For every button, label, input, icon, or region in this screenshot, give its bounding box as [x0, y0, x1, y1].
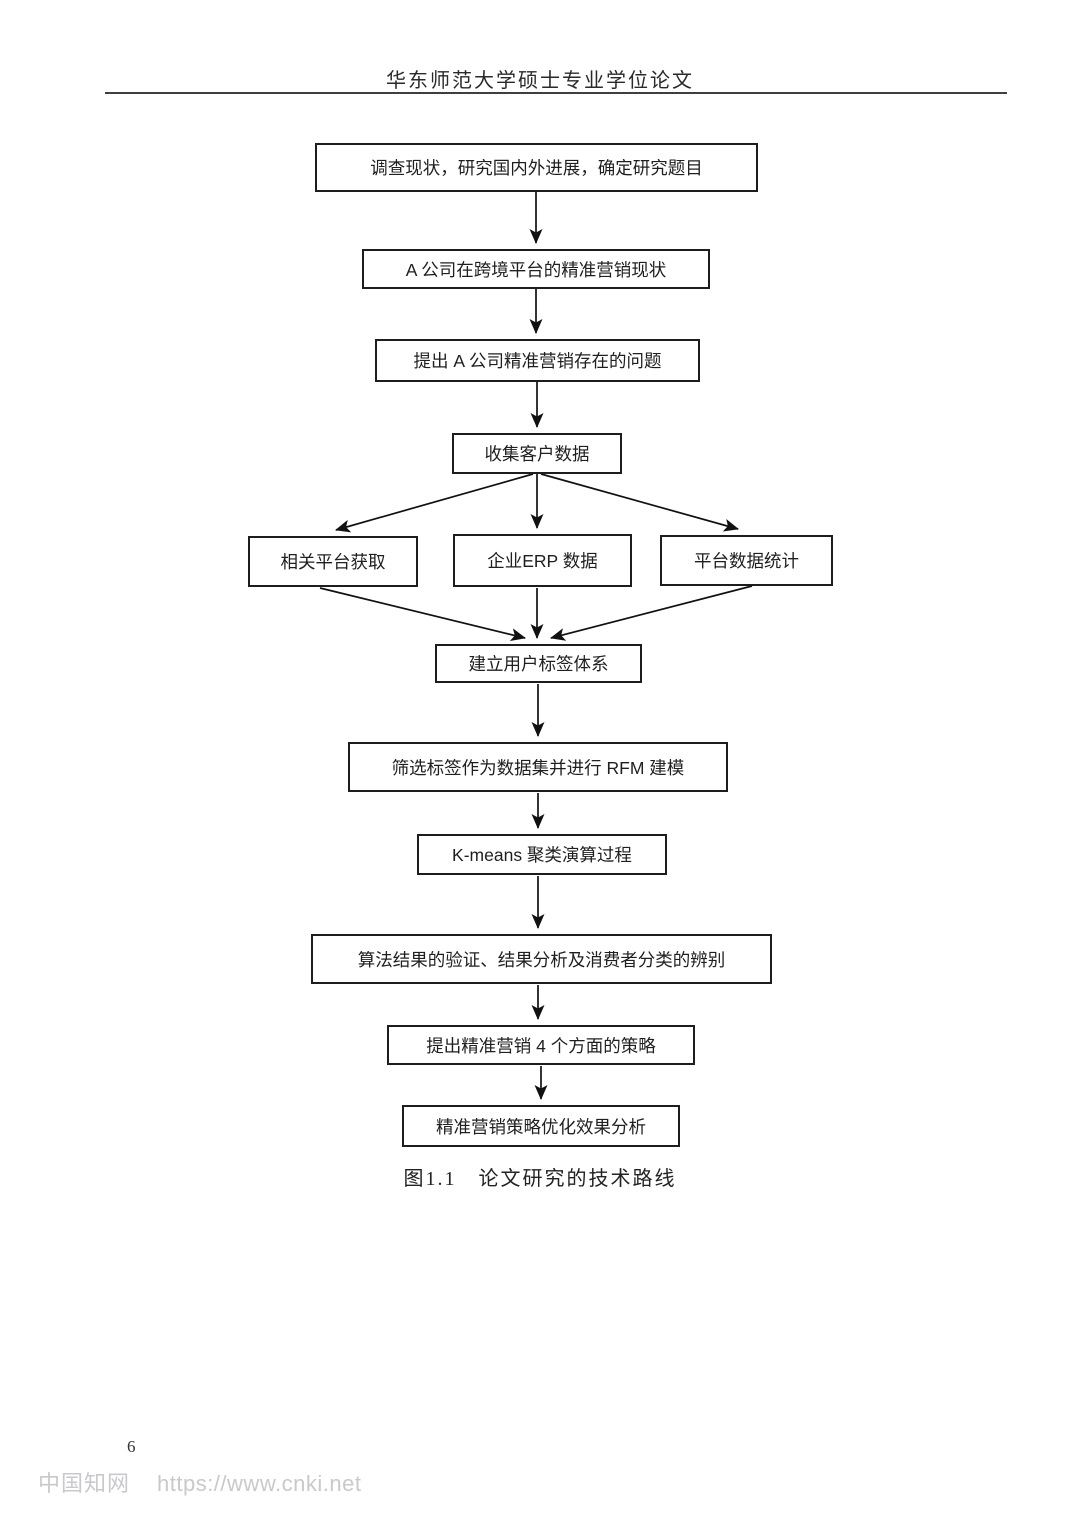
figure-caption: 图1.1 论文研究的技术路线 [403, 1168, 677, 1190]
cnki-brand-text: 中国知网 [38, 1471, 131, 1496]
flow-node-kmeans: K-means 聚类演算过程 [417, 834, 667, 875]
flow-node-platform-stats: 平台数据统计 [660, 535, 833, 586]
flow-node-status: A 公司在跨境平台的精准营销现状 [362, 249, 710, 289]
flow-node-erp-data: 企业ERP 数据 [453, 534, 632, 587]
flow-node-platform-acquire: 相关平台获取 [248, 536, 418, 587]
flow-node-effect: 精准营销策略优化效果分析 [402, 1105, 680, 1147]
page-number: 6 [127, 1437, 136, 1456]
header-rule [105, 92, 1007, 94]
cnki-watermark: 中国知网 https://www.cnki.net [38, 1466, 361, 1498]
cnki-url-text: https://www.cnki.net [157, 1471, 362, 1496]
flow-node-problems: 提出 A 公司精准营销存在的问题 [375, 339, 700, 382]
flow-node-verify: 算法结果的验证、结果分析及消费者分类的辨别 [311, 934, 772, 984]
flow-node-tag-system: 建立用户标签体系 [435, 644, 642, 683]
flow-node-strategies: 提出精准营销 4 个方面的策略 [387, 1025, 695, 1065]
flow-node-rfm: 筛选标签作为数据集并进行 RFM 建模 [348, 742, 728, 792]
flow-node-collect: 收集客户数据 [452, 433, 622, 474]
flow-node-survey: 调查现状，研究国内外进展，确定研究题目 [315, 143, 758, 192]
page-header-title: 华东师范大学硕士专业学位论文 [386, 70, 694, 92]
